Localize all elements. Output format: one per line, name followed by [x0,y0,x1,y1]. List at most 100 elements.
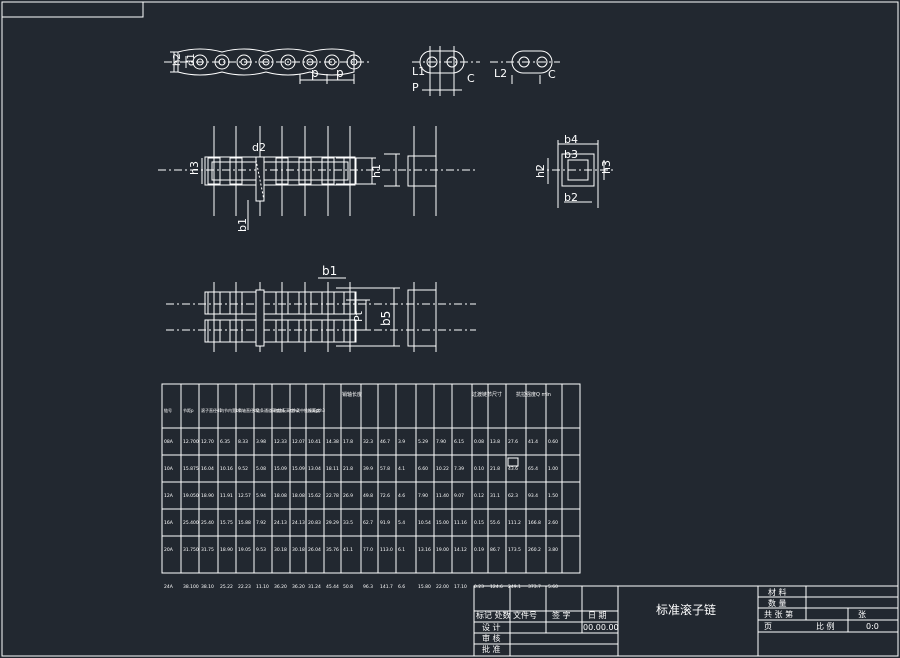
table-group-header: 过渡链节尺寸 [472,391,502,398]
table-cell: 0.19 [474,547,484,553]
dim-b1-double: b1 [322,264,337,278]
table-cell: 38.100 [183,584,199,590]
table-cell: 19.00 [436,547,449,553]
table-cell: 0.60 [548,439,558,445]
tb-marks: 标记 处数 [476,610,511,620]
table-cell: 12.70 [201,439,214,445]
table-cell: 24.13 [292,520,305,526]
table-cell: 5.4 [398,520,405,526]
roller-pin [350,58,358,66]
table-cell: 27.6 [508,439,518,445]
table-cell: 124.6 [490,584,503,590]
dim-P: P [412,81,419,94]
dim-Pt: Pt [352,310,365,322]
table-cell: 33.5 [343,520,353,526]
table-cell: 62.3 [508,493,518,499]
roller-section [207,157,221,185]
table-cell: 15.88 [238,520,251,526]
table-cell: 3.9 [398,439,405,445]
table-cell: 0.08 [474,439,484,445]
table-cell: 43.6 [508,466,518,472]
table-cell: 17.10 [454,584,467,590]
table-cell: 19.05 [238,547,251,553]
table-cell: 173.5 [508,547,521,553]
table-cell: 12.33 [274,439,287,445]
table-cell: 3.80 [548,547,558,553]
dim-h2-end: h2 [534,164,547,178]
table-cell: 10.16 [220,466,233,472]
table-cell: 13.8 [490,439,500,445]
table-cell: 49.8 [363,493,373,499]
chain-top-view [164,48,372,84]
table-cell: 18.08 [292,493,305,499]
table-cell: 41.4 [528,439,538,445]
table-cell: 25.400 [183,520,199,526]
table-header: 排距pt [308,407,321,413]
table-cell: 6.15 [454,439,464,445]
dim-d2: d2 [252,141,266,154]
roller-section [275,157,289,185]
tb-design: 设 计 [482,622,501,632]
roller-pin [306,58,314,66]
table-cell: 35.76 [326,547,339,553]
table-cell: 18.90 [220,547,233,553]
table-cell: 25.22 [220,584,233,590]
table-cell: 249.1 [508,584,521,590]
table-cell: 13.04 [308,466,321,472]
table-cell: 11.10 [256,584,269,590]
tb-approve: 批 准 [482,644,501,654]
table-cell: 13.16 [418,547,431,553]
table-header: 内节内宽b1 [220,407,242,413]
table-cell: 72.6 [380,493,390,499]
table-cell: 11.40 [436,493,449,499]
table-cell: 65.4 [528,466,538,472]
table-cell: 8.33 [238,439,248,445]
roller-outer [302,54,318,70]
table-cell: 11.91 [220,493,233,499]
table-cell: 38.10 [201,584,214,590]
table-cell: 11.16 [454,520,467,526]
table-cell: 29.29 [326,520,339,526]
table-cell: 1.50 [548,493,558,499]
table-cell: 9.52 [238,466,248,472]
table-cell: 15.875 [183,466,199,472]
table-cell: 7.90 [436,439,446,445]
table-cell: 55.6 [490,520,500,526]
dim-h1-plan: h1 [370,164,383,178]
table-cell: 31.750 [183,547,199,553]
table-cell: 2.60 [548,520,558,526]
table-cell: 7.90 [418,493,428,499]
table-cell: 0.10 [474,466,484,472]
selected-cell-marker[interactable] [507,457,519,467]
table-cell: 10.41 [308,439,321,445]
roller-outer [346,54,362,70]
dim-h3-end: h3 [600,160,613,174]
roller-pin [262,58,270,66]
double-chain-view [166,277,476,352]
roller-section [321,157,335,185]
table-cell: 14.12 [454,547,467,553]
table-cell: 24.13 [274,520,287,526]
table-cell: 21.8 [490,466,500,472]
roller-outer [192,54,208,70]
table-cell: 50.8 [343,584,353,590]
table-cell: 5.29 [418,439,428,445]
roller-outer [280,54,296,70]
table-cell: 26.9 [343,493,353,499]
table-cell: 5.60 [548,584,558,590]
table-cell: 15.09 [274,466,287,472]
table-cell: 31.75 [201,547,214,553]
table-header: 内链板高度h2 [274,407,300,413]
dim-d1: d1 [186,53,197,66]
dim-L1: L1 [412,65,425,78]
link-side-view [412,46,560,96]
table-cell: 18.08 [274,493,287,499]
table-cell: 12.700 [183,439,199,445]
table-cell: 31.1 [490,493,500,499]
table-cell: 20A [164,547,174,553]
table-cell: 7.39 [454,466,464,472]
table-cell: 36.20 [292,584,305,590]
table-cell: 9.53 [256,547,266,553]
table-cell: 36.20 [274,584,287,590]
